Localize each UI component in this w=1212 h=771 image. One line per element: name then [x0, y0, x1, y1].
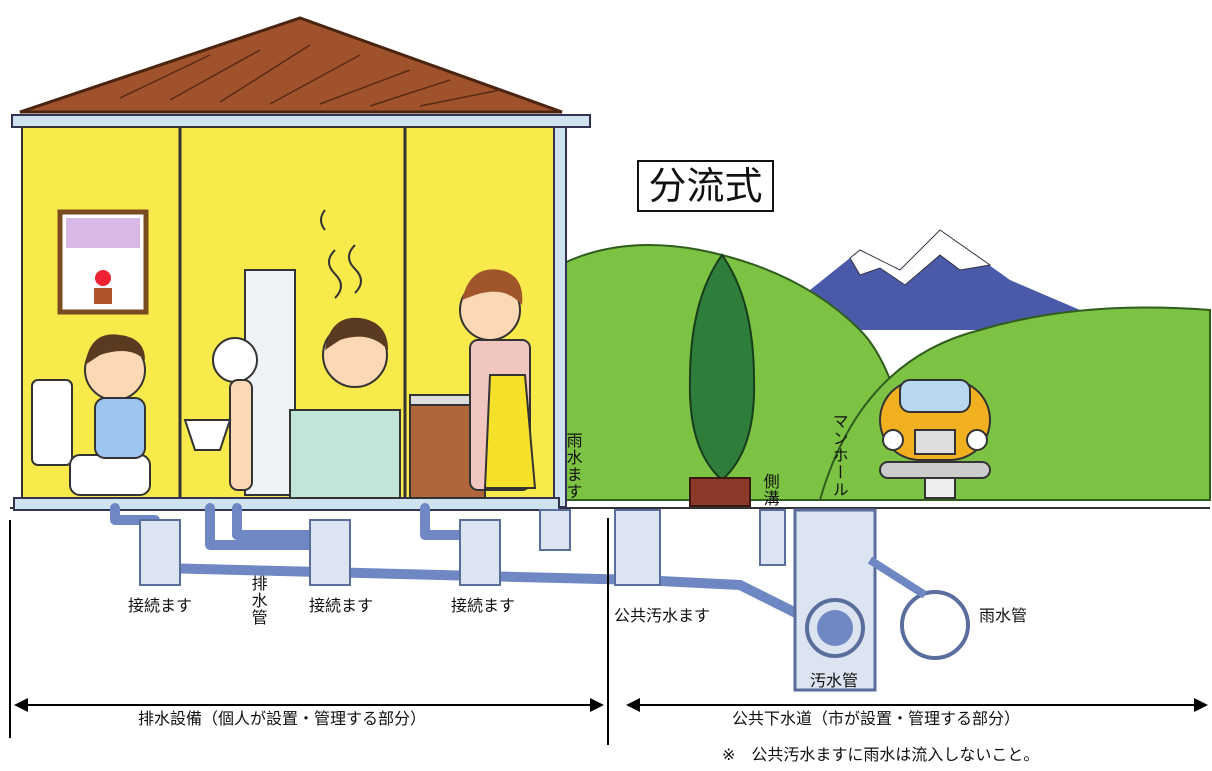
- car: [879, 379, 991, 499]
- public-range-label: 公共下水道（市が設置・管理する部分）: [732, 709, 1021, 728]
- toilet-tank: [31, 379, 73, 466]
- rain-catch-label: 雨水ます: [563, 432, 583, 500]
- sewage-pipe-label: 汚水管: [810, 671, 859, 690]
- private-range-label: 排水設備（個人が設置・管理する部分）: [138, 709, 427, 728]
- storm-pipe-label: 雨水管: [979, 606, 1028, 625]
- gutter: [11, 114, 591, 128]
- hill-right: [818, 306, 1211, 501]
- manhole-label: マンホール: [829, 413, 849, 498]
- drain-pipe-label: 排水管: [248, 575, 268, 626]
- diagram-title: 分流式: [637, 160, 774, 212]
- fridge: [244, 269, 296, 496]
- side-ditch-label: 側溝: [760, 473, 780, 507]
- arrow-public: [626, 698, 1208, 712]
- tree-planter: [689, 477, 751, 507]
- arrow-private: [14, 698, 604, 712]
- house-floor: [13, 497, 560, 511]
- mountain-snow: [849, 229, 992, 286]
- connect-catch-label-2: 接続ます: [309, 596, 374, 615]
- connect-catch-label-1: 接続ます: [128, 596, 193, 615]
- pipe-joints: [139, 509, 786, 586]
- connect-catch-label-3: 接続ます: [451, 596, 516, 615]
- footnote: ※ 公共汚水ますに雨水は流入しないこと。: [722, 745, 1040, 764]
- bathtub: [289, 409, 401, 499]
- storm-pipe-circle: [900, 590, 970, 660]
- public-catch-label: 公共汚水ます: [614, 606, 711, 625]
- house-roof: [19, 16, 563, 114]
